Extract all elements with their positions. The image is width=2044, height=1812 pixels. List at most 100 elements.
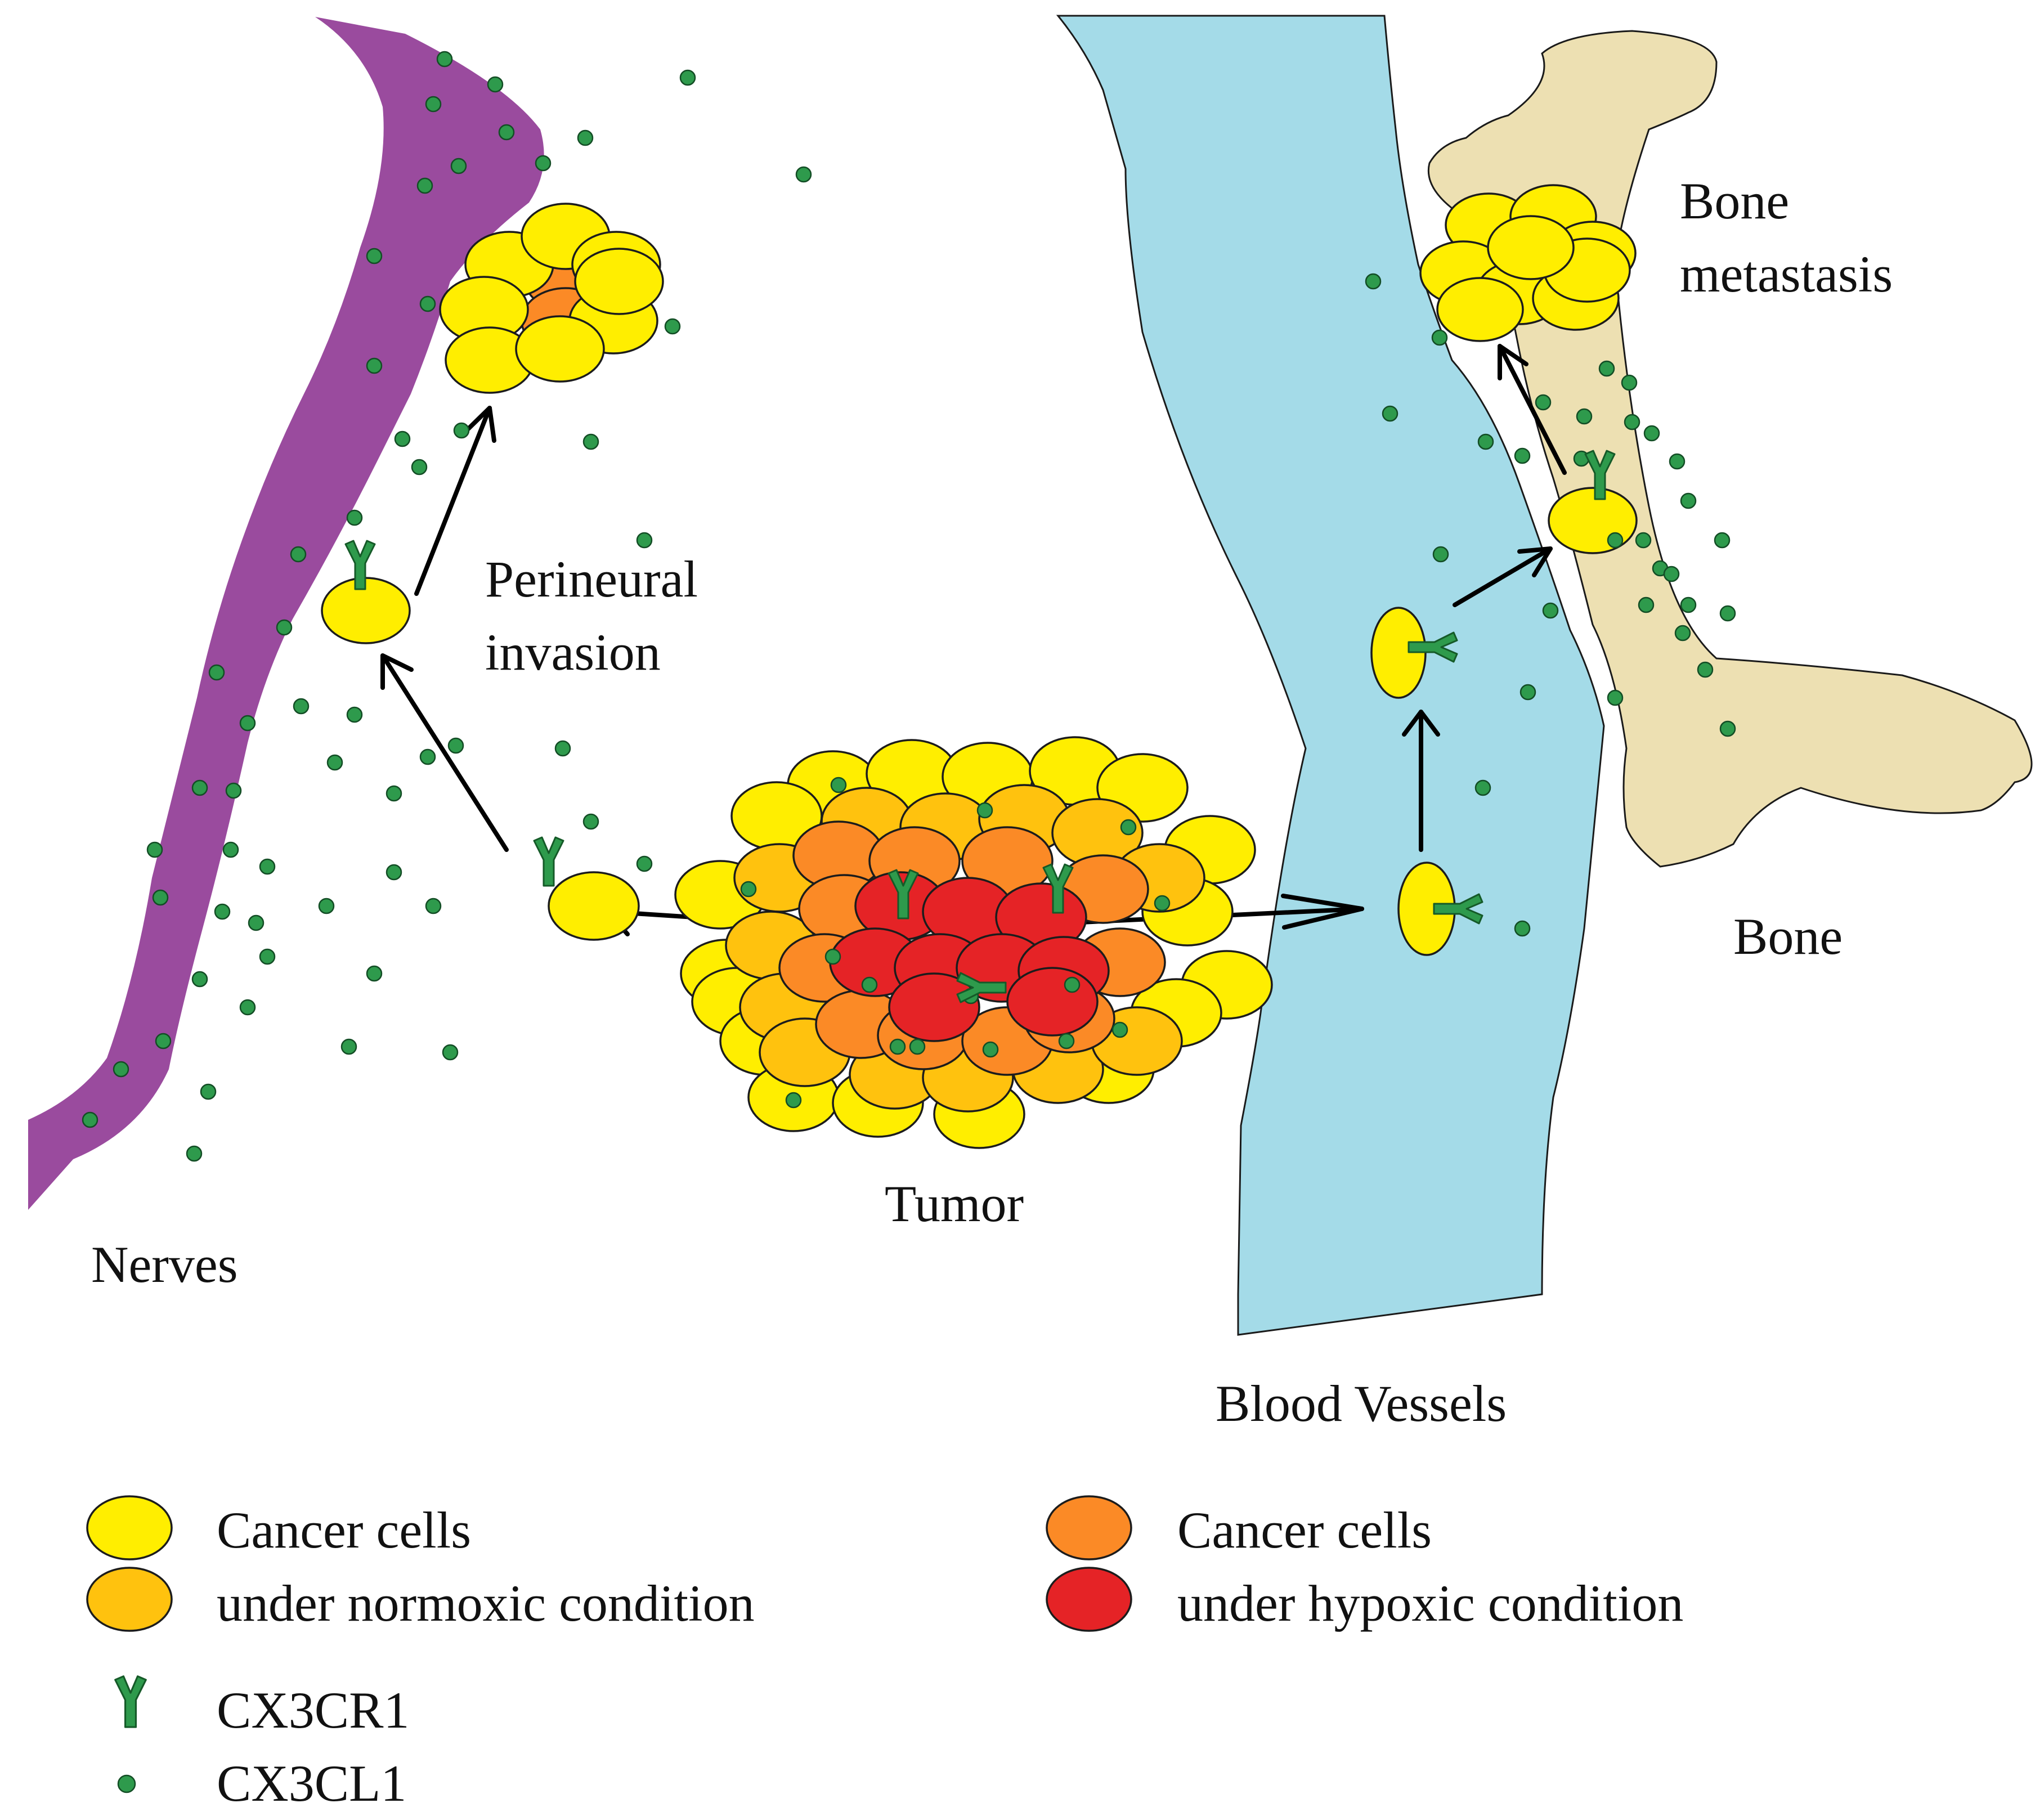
cx3cr1-receptor	[533, 836, 564, 887]
cx3cl1-particle	[1643, 425, 1660, 442]
cx3cl1-particle	[1474, 779, 1491, 796]
cx3cl1-particle	[386, 785, 402, 802]
cx3cl1-particle	[290, 546, 307, 563]
legend-swatch-red-cell	[1046, 1567, 1132, 1632]
cx3cl1-particle	[982, 1041, 999, 1058]
cx3cl1-particle	[82, 1111, 98, 1128]
cx3cl1-particle	[208, 664, 225, 681]
cx3cl1-particle	[636, 532, 653, 549]
cx3cl1-particle	[453, 422, 470, 439]
cx3cl1-particle	[554, 740, 571, 757]
cx3cl1-particle	[1542, 602, 1559, 619]
cx3cl1-particle	[1432, 546, 1449, 563]
legend-hypoxic-line1: Cancer cells	[1177, 1501, 1432, 1559]
cx3cl1-particle	[1638, 596, 1655, 613]
cx3cl1-particle	[535, 155, 552, 172]
cx3cl1-particle	[1719, 605, 1736, 622]
cx3cl1-particle	[636, 855, 653, 872]
cx3cl1-particle	[366, 965, 383, 982]
cx3cl1-particle	[582, 433, 599, 450]
cx3cl1-particle	[498, 124, 515, 141]
cx3cl1-particle	[861, 976, 878, 993]
label-perineural-invasion-line2: invasion	[485, 624, 661, 681]
migrating-cancer-cell	[1548, 487, 1638, 554]
cx3cl1-particle	[366, 248, 383, 264]
cx3cl1-particle	[425, 96, 442, 113]
cx3cl1-particle	[239, 999, 256, 1016]
cx3cl1-particle	[419, 295, 436, 312]
cx3cl1-particle	[1431, 329, 1448, 346]
cx3cl1-particle	[436, 51, 453, 68]
cx3cl1-particle	[889, 1038, 906, 1055]
cx3cl1-particle	[1714, 532, 1731, 549]
cx3cl1-particle	[366, 357, 383, 374]
cx3cl1-particle	[824, 948, 841, 965]
cx3cl1-particle	[1607, 689, 1624, 706]
cx3cl1-particles	[82, 51, 1736, 1162]
cx3cl1-particle	[340, 1038, 357, 1055]
legend-swatch-amber-cell	[86, 1567, 173, 1632]
cx3cl1-particle	[450, 158, 467, 174]
migrating-cancer-cells	[321, 487, 1638, 956]
cx3cl1-particle	[419, 748, 436, 765]
invading-cancer-cell	[574, 248, 664, 315]
cx3cl1-particle	[1154, 895, 1171, 912]
bone-metastasis-cluster	[1419, 184, 1637, 342]
cx3cl1-particle	[442, 1044, 459, 1061]
cx3cl1-particle	[1674, 625, 1691, 642]
cx3cl1-particle	[1607, 532, 1624, 549]
cx3cl1-particle	[1669, 453, 1686, 470]
legend-receptor-icon	[114, 1675, 147, 1728]
cx3cl1-particle	[582, 813, 599, 830]
cx3cl1-particle	[113, 1061, 129, 1078]
cx3cl1-particle	[394, 430, 411, 447]
label-perineural-invasion-line1: Perineural	[485, 550, 698, 608]
cx3cl1-particle	[1635, 532, 1652, 549]
cx3cl1-particle	[795, 166, 812, 183]
legend-ligand-icon	[117, 1774, 136, 1793]
cx3cl1-particle	[1535, 394, 1552, 411]
cx3cl1-particle	[1624, 414, 1640, 430]
tumor-mass	[674, 736, 1273, 1149]
legend-hypoxic-line2: under hypoxic condition	[1177, 1575, 1683, 1632]
label-blood-vessels: Blood Vessels	[1216, 1375, 1507, 1432]
cx3cl1-particle	[259, 948, 276, 965]
legend-swatch-orange-cell	[1046, 1495, 1132, 1560]
cx3cl1-particle	[346, 509, 363, 526]
legend-normoxic-line2: under normoxic condition	[217, 1575, 755, 1632]
cx3cl1-particle	[200, 1083, 217, 1100]
label-bone-metastasis-line2: metastasis	[1680, 245, 1893, 303]
cx3cl1-particle	[1514, 447, 1531, 464]
tumor-cell	[888, 972, 980, 1042]
cx3cl1-particle	[1663, 566, 1680, 582]
cx3cl1-particle	[1598, 360, 1615, 377]
label-nerves: Nerves	[91, 1236, 238, 1293]
cx3cl1-particle	[248, 914, 265, 931]
cx3cl1-particle	[191, 779, 208, 796]
cx3cl1-particle	[386, 864, 402, 881]
label-tumor: Tumor	[885, 1175, 1024, 1232]
blood-vessel	[1056, 15, 1605, 1336]
cx3cl1-particle	[318, 898, 335, 914]
arrow-to-bone-metastasis	[1498, 344, 1567, 475]
perineural-invasion-cluster	[439, 203, 664, 394]
cx3cl1-particle	[225, 782, 242, 799]
arrow-to-perineural-cell	[380, 653, 509, 852]
arrow-vessel-to-bone-cell	[1453, 546, 1553, 607]
cx3cl1-particle	[326, 754, 343, 771]
cx3cl1-particle	[487, 76, 504, 93]
metastatic-cancer-cell	[1436, 277, 1524, 342]
cx3cl1-particle	[1120, 819, 1137, 836]
cx3cl1-particle	[1719, 720, 1736, 737]
cx3cl1-particle	[1697, 661, 1714, 678]
legend-receptor-label: CX3CR1	[217, 1681, 410, 1739]
cx3cl1-particle	[1111, 1021, 1128, 1038]
migrating-cancer-cell	[548, 871, 640, 941]
cx3cl1-particle	[425, 898, 442, 914]
cx3cl1-particle	[447, 737, 464, 754]
cx3cl1-particle	[276, 619, 293, 636]
metastatic-cancer-cell	[1487, 215, 1575, 280]
cx3cl1-particle	[1621, 374, 1638, 391]
cx3cl1-particle	[577, 129, 594, 146]
